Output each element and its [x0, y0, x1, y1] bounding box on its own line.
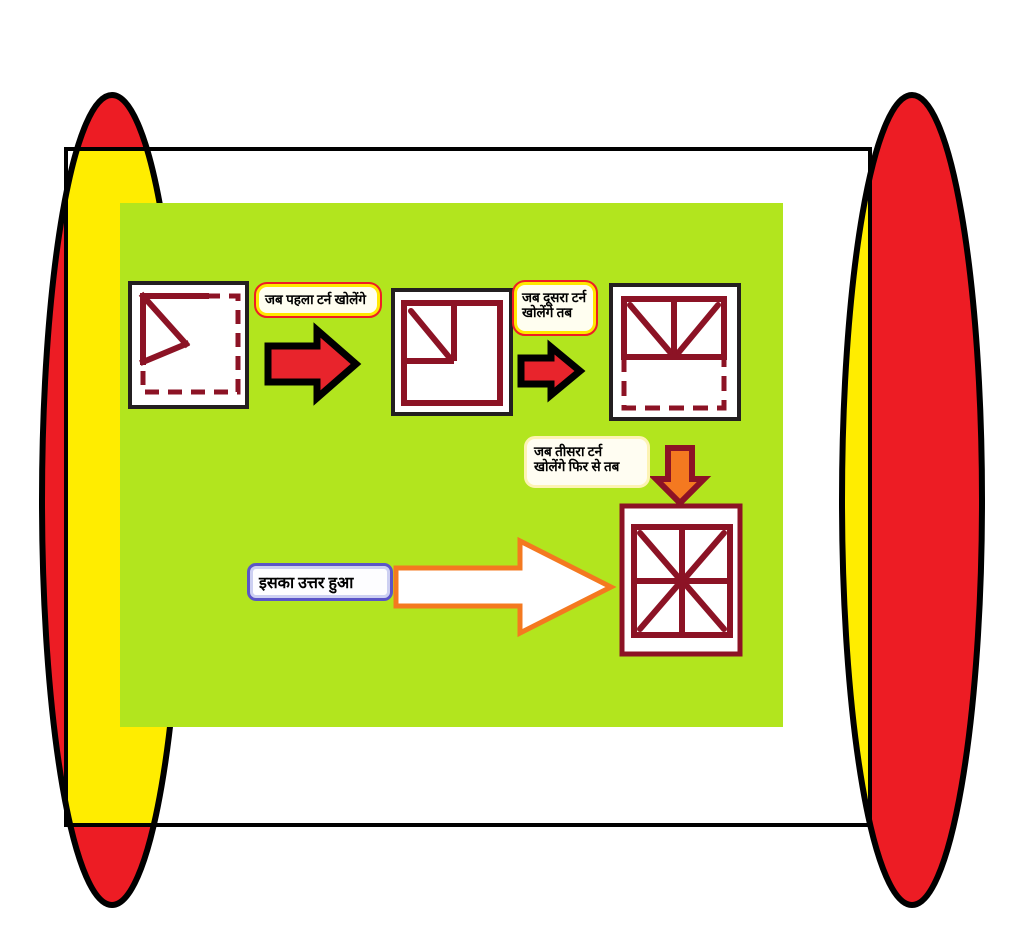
- right-yellow-ellipse: [839, 163, 870, 825]
- step-1-label: जब पहला टर्न खोलेंगे: [254, 282, 382, 318]
- arrow-right-outline-icon: [393, 536, 617, 638]
- arrow-right-icon-1: [264, 322, 362, 406]
- answer-label-box: इसका उत्तर हुआ: [247, 563, 393, 601]
- folded-square-step-1: [128, 281, 249, 409]
- arrow-right-icon-2: [517, 339, 586, 403]
- final-answer-square: [619, 503, 743, 657]
- arrow-down-icon: [648, 445, 712, 508]
- step-2-label: जब दूसरा टर्न खोलेंगे तब: [512, 280, 598, 336]
- step-3-label: जब तीसरा टर्न खोलेंगे फिर से तब: [524, 436, 650, 488]
- unfolded-square-step-2: [391, 288, 513, 416]
- unfolded-square-step-3: [609, 283, 741, 421]
- white-frame-outline: [64, 147, 872, 827]
